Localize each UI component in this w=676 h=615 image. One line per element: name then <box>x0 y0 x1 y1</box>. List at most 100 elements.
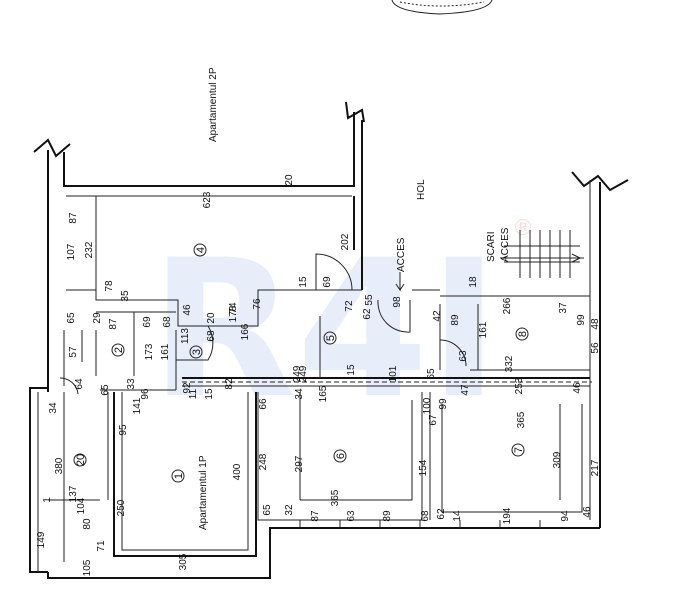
dimension-label: 100 <box>422 397 433 414</box>
dimension-label: 105 <box>82 559 93 576</box>
dimension-label: 37 <box>558 302 569 314</box>
room-number: 2 <box>113 347 125 353</box>
dimension-label: 249 <box>298 365 309 382</box>
dimension-label: 80 <box>82 518 93 530</box>
dimension-label: 99 <box>576 314 587 326</box>
dimension-label: 89 <box>450 314 461 326</box>
walls <box>29 101 629 579</box>
dimension-label: 69 <box>142 316 153 328</box>
dimension-label: 34 <box>48 402 59 414</box>
dimension-label: 48 <box>590 318 601 330</box>
dimension-label: 95 <box>118 424 129 436</box>
dimension-label: 137 <box>68 485 79 502</box>
room-number: 4 <box>195 247 207 253</box>
dimension-label: 305 <box>178 553 189 570</box>
dimension-label: 14 <box>452 510 463 522</box>
dimension-label: 15 <box>346 364 357 376</box>
dimension-label: 332 <box>504 355 515 372</box>
dimension-label: 15 <box>204 388 215 400</box>
dimension-label: 74 <box>228 302 239 314</box>
dimension-label: 35 <box>120 290 131 302</box>
dimension-label: 87 <box>310 510 321 522</box>
dimension-label: 78 <box>104 280 115 292</box>
apartment-1p-label: Apartamentul 1P <box>198 455 209 530</box>
dimension-label: 55 <box>364 294 375 306</box>
room-number: 3 <box>191 349 203 355</box>
dimension-label: 18 <box>468 276 479 288</box>
dimension-label: 71 <box>96 540 107 552</box>
dimension-label: 65 <box>66 312 77 324</box>
dimension-label: 202 <box>340 233 351 250</box>
dimension-label: 94 <box>560 510 571 522</box>
dimension-label: 11 <box>188 388 199 399</box>
dimension-label: 149 <box>36 531 47 548</box>
dimension-label: 623 <box>202 191 213 208</box>
dimension-label: 67 <box>428 414 439 426</box>
dimension-label: 68 <box>162 316 173 328</box>
dimension-label: 104 <box>76 497 87 514</box>
dimension-label: 46 <box>572 382 583 394</box>
dimension-label: 400 <box>232 463 243 480</box>
dimension-label: 101 <box>388 365 399 382</box>
dimension-label: 96 <box>140 388 151 400</box>
dimension-label: 154 <box>418 459 429 476</box>
dimension-label: 62 <box>436 508 447 520</box>
dimension-label: 65 <box>262 504 273 516</box>
dimension-label: 161 <box>478 321 489 338</box>
room-number: 20 <box>75 454 87 466</box>
dimension-label: 47 <box>460 384 471 396</box>
dimension-label: 161 <box>160 343 171 360</box>
dimension-label: 62 <box>362 308 373 320</box>
dimension-label: 309 <box>552 451 563 468</box>
dimension-label: 29 <box>92 312 103 324</box>
dimension-label: 33 <box>126 378 137 390</box>
dimension-label: 266 <box>502 297 513 314</box>
stamp <box>391 0 493 15</box>
dimension-label: 141 <box>132 397 143 414</box>
dimension-label: 82 <box>224 378 235 390</box>
dimension-label: 248 <box>258 453 269 470</box>
dimension-label: 72 <box>344 300 355 312</box>
dimension-label: 69 <box>322 276 333 288</box>
room-number: 8 <box>517 331 529 337</box>
dimension-label: 380 <box>54 457 65 474</box>
dimension-label: 194 <box>502 507 513 524</box>
dimension-label: 1 <box>42 497 53 503</box>
dimension-label: 63 <box>346 510 357 522</box>
dimension-label: 68 <box>420 510 431 522</box>
dimension-label: 99 <box>438 398 449 410</box>
watermark-mark: ® <box>512 216 534 241</box>
acces-label: ACCES <box>396 237 407 272</box>
dimension-label: 66 <box>258 398 269 410</box>
dimension-label: 98 <box>392 296 403 308</box>
room-number: 5 <box>325 335 337 341</box>
dimension-label: 63 <box>458 350 469 362</box>
dimension-label: 297 <box>294 455 305 472</box>
dimension-label: 57 <box>68 346 79 358</box>
dimension-label: 89 <box>382 510 393 522</box>
dimension-label: 46 <box>582 506 593 518</box>
dimension-label: 76 <box>252 298 263 310</box>
dimension-label: 166 <box>240 323 251 340</box>
dimension-label: 32 <box>284 504 295 516</box>
dimension-label: 365 <box>516 411 527 428</box>
room-number: 7 <box>513 447 525 453</box>
dimension-label: 42 <box>432 310 443 322</box>
dimension-label: 365 <box>330 489 341 506</box>
dimension-label: 249 <box>292 365 303 382</box>
dimension-label: 20 <box>206 312 217 324</box>
dimension-label: 46 <box>182 304 193 316</box>
dimension-label: 68 <box>206 330 217 342</box>
dimension-label: 178 <box>228 305 239 322</box>
dimension-label: 65 <box>100 384 111 396</box>
dimension-label: 34 <box>294 388 305 400</box>
dimension-label: 87 <box>68 212 79 224</box>
room-markers <box>73 243 529 483</box>
dimension-label: 113 <box>180 328 191 344</box>
apartment-2p-label: Apartamentul 2P <box>208 67 219 142</box>
dimension-label: 65 <box>426 368 437 380</box>
dimension-label: 165 <box>318 385 329 402</box>
dimension-label: 92 <box>182 382 193 394</box>
room-number: 1 <box>173 473 185 479</box>
